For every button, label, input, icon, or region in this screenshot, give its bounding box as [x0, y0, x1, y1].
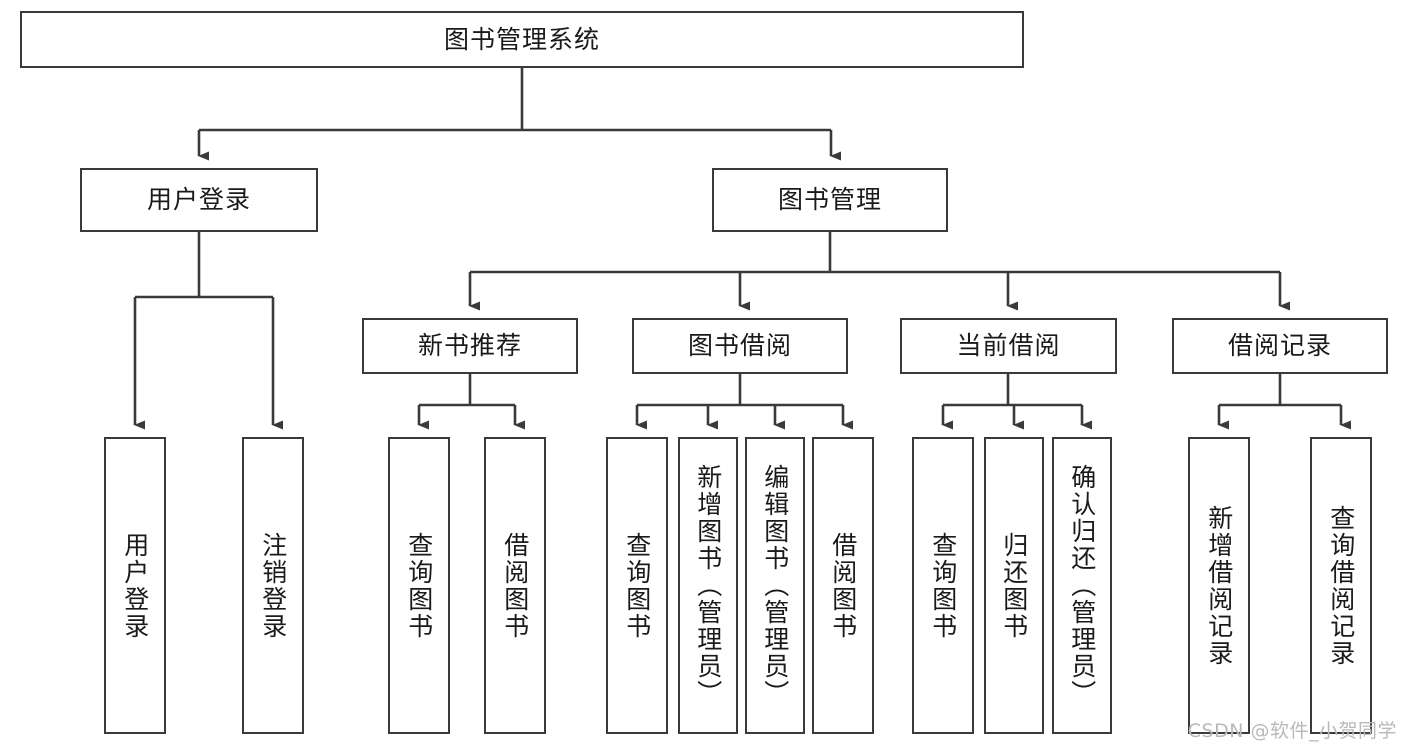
- leaf-records-query-record[interactable]: 查询借阅记录: [1310, 437, 1372, 734]
- node-label: 编辑图书（管理员）: [760, 464, 790, 707]
- node-book-borrow[interactable]: 图书借阅: [632, 318, 848, 374]
- node-label: 用户登录: [146, 185, 251, 215]
- node-label: 新书推荐: [417, 331, 522, 361]
- leaf-user-logout[interactable]: 注销登录: [242, 437, 304, 734]
- leaf-records-add-record[interactable]: 新增借阅记录: [1188, 437, 1250, 734]
- node-user-login[interactable]: 用户登录: [80, 168, 318, 232]
- node-label: 查询图书: [928, 531, 958, 640]
- node-label: 查询图书: [404, 531, 434, 640]
- leaf-newbook-borrow-book[interactable]: 借阅图书: [484, 437, 546, 734]
- leaf-borrow-add-book-admin[interactable]: 新增图书（管理员）: [678, 437, 738, 734]
- node-label: 图书管理: [777, 185, 882, 215]
- node-label: 借阅记录: [1227, 331, 1332, 361]
- leaf-user-login[interactable]: 用户登录: [104, 437, 166, 734]
- node-label: 注销登录: [258, 531, 288, 640]
- node-label: 新增借阅记录: [1204, 504, 1234, 667]
- leaf-current-return-book[interactable]: 归还图书: [984, 437, 1044, 734]
- leaf-current-query-book[interactable]: 查询图书: [912, 437, 974, 734]
- node-label: 图书管理系统: [443, 24, 600, 54]
- leaf-newbook-query-book[interactable]: 查询图书: [388, 437, 450, 734]
- node-borrow-records[interactable]: 借阅记录: [1172, 318, 1388, 374]
- node-root-system[interactable]: 图书管理系统: [20, 11, 1024, 68]
- node-label: 新增图书（管理员）: [693, 464, 723, 707]
- node-label: 查询图书: [622, 531, 652, 640]
- node-label: 借阅图书: [500, 531, 530, 640]
- leaf-current-confirm-return-admin[interactable]: 确认归还（管理员）: [1052, 437, 1112, 734]
- leaf-borrow-query-book[interactable]: 查询图书: [606, 437, 668, 734]
- leaf-borrow-edit-book-admin[interactable]: 编辑图书（管理员）: [745, 437, 805, 734]
- node-label: 图书借阅: [687, 331, 792, 361]
- node-label: 当前借阅: [956, 331, 1061, 361]
- node-current-borrow[interactable]: 当前借阅: [900, 318, 1117, 374]
- node-new-book-recommend[interactable]: 新书推荐: [362, 318, 578, 374]
- node-label: 确认归还（管理员）: [1067, 464, 1097, 707]
- leaf-borrow-lend-book[interactable]: 借阅图书: [812, 437, 874, 734]
- node-label: 用户登录: [120, 531, 150, 640]
- node-label: 查询借阅记录: [1326, 504, 1356, 667]
- node-label: 归还图书: [999, 531, 1029, 640]
- node-book-management[interactable]: 图书管理: [712, 168, 948, 232]
- node-label: 借阅图书: [828, 531, 858, 640]
